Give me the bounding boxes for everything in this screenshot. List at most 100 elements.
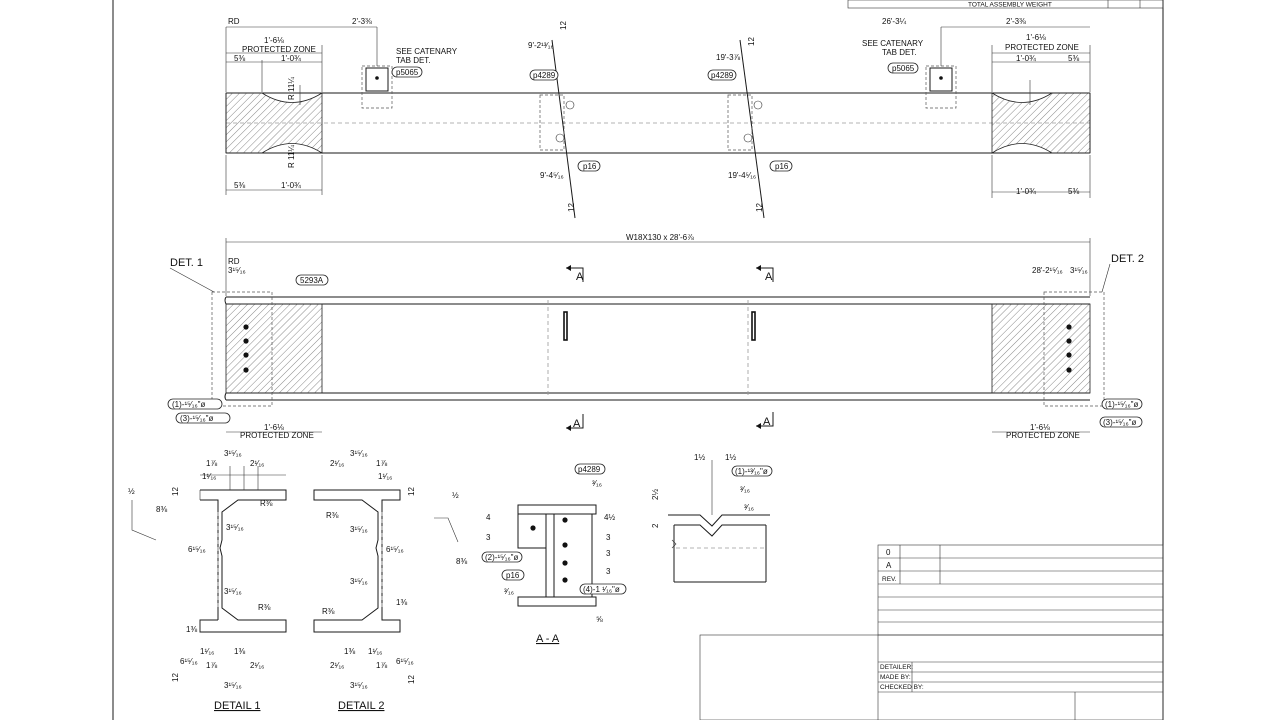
member-designation: W18X130 x 28'-6⅞ bbox=[626, 233, 694, 242]
bolt-hole-3-left: (3)-¹⁵⁄₁₆"ø bbox=[180, 414, 214, 423]
dim-plan-left: 3¹⁵⁄₁₆ bbox=[228, 266, 246, 275]
see-catenary-left: SEE CATENARY bbox=[396, 47, 458, 56]
d2-dim-12-bottom: 12 bbox=[407, 675, 416, 684]
plan-left-protected-zone-label: PROTECTED ZONE bbox=[240, 431, 314, 440]
rd-label: RD bbox=[228, 17, 240, 26]
sa-dim-3-16-bottom: ³⁄₁₆ bbox=[504, 587, 514, 596]
dim-5-3-8-bottom: 5⅜ bbox=[234, 181, 245, 190]
dim-right-stiff-b: 19'-4⁵⁄₁₆ bbox=[728, 171, 756, 180]
right-protected-zone-hatch bbox=[991, 92, 1091, 154]
d1-dim-6-15-16: 6¹⁵⁄₁₆ bbox=[188, 545, 206, 554]
d2-dim-3-15-16-mid: 3¹⁵⁄₁₆ bbox=[350, 525, 368, 534]
d1-dim-6-15-16-bottom: 6¹⁵⁄₁₆ bbox=[180, 657, 198, 666]
fd-dim-1-half-b: 1½ bbox=[725, 453, 736, 462]
d2-dim-1-1-16-bottom: 1¹⁄₁₆ bbox=[368, 647, 382, 656]
d1-dim-3-15-16-mid: 3¹⁵⁄₁₆ bbox=[226, 523, 244, 532]
d2-r-3-8-bottom: R⅜ bbox=[322, 607, 335, 616]
d1-dim-8-3-8: 8⅜ bbox=[156, 505, 167, 514]
section-marker-a-top-right: A bbox=[756, 265, 774, 283]
tag-p5065-right bbox=[887, 62, 919, 74]
rev-0: 0 bbox=[886, 548, 891, 557]
fd-dim-3-16-a: ³⁄₁₆ bbox=[740, 485, 750, 494]
sa-tag-bolt-2 bbox=[481, 551, 523, 563]
detail-1: 3¹⁵⁄₁₆ 1⅞ 2¹⁄₁₆ 1¹⁄₁₆ R⅜ 3¹⁵⁄₁₆ 3¹⁵⁄₁₆ R… bbox=[128, 449, 287, 712]
rev-a: A bbox=[886, 561, 892, 570]
plan-right-protected-zone-label: PROTECTED ZONE bbox=[1006, 431, 1080, 440]
sa-dim-5-8: ⅝ bbox=[596, 615, 603, 624]
bolt-hole-1-right: (1)-¹⁵⁄₁₆"ø bbox=[1105, 400, 1139, 409]
left-protected-zone-label: PROTECTED ZONE bbox=[242, 45, 316, 54]
radius-label: R 11¼ bbox=[287, 77, 296, 100]
tag-p5065-left-text: p5065 bbox=[396, 68, 419, 77]
sa-dim-3-c: 3 bbox=[606, 567, 611, 576]
d1-dim-1-3-8: 1⅜ bbox=[186, 625, 197, 634]
dim-right-tab-offset-b: 2'-3⅜ bbox=[1006, 17, 1026, 26]
section-marker-a-top-left: A bbox=[566, 265, 584, 283]
sa-dim-3-a: 3 bbox=[606, 533, 611, 542]
fd-dim-1-half-a: 1½ bbox=[694, 453, 705, 462]
d1-dim-1-7-8-bottom: 1⅞ bbox=[206, 661, 217, 670]
tag-p16-left-text: p16 bbox=[583, 162, 597, 171]
d2-dim-3-15-16-bottom: 3¹⁵⁄₁₆ bbox=[350, 681, 368, 690]
dim-left-pz: 1'-6⅛ bbox=[264, 36, 284, 45]
tag-5293a-text: 5293A bbox=[300, 276, 324, 285]
detail2-label: DETAIL 2 bbox=[338, 700, 384, 712]
tag-p4289-right-text: p4289 bbox=[711, 71, 734, 80]
d2-dim-1-3-8: 1⅜ bbox=[396, 598, 407, 607]
tag-p16-right bbox=[769, 160, 793, 172]
d2-dim-8-3-8: 8⅜ bbox=[456, 557, 467, 566]
sa-tag-bolt-4 bbox=[579, 583, 627, 595]
flange-cope-detail: 1½ 1½ (1)-¹³⁄₁₆"ø ³⁄₁₆ ³⁄₁₆ 2½ 2 bbox=[651, 453, 773, 583]
sa-bolt-hole-2: (2)-¹⁵⁄₁₆"ø bbox=[485, 553, 519, 562]
sa-tag-p4289-text: p4289 bbox=[578, 465, 601, 474]
tag-p16-left bbox=[577, 160, 601, 172]
dim-right-1-0-3-4: 1'-0¾ bbox=[1016, 54, 1036, 63]
tag-bolt-1-left bbox=[167, 398, 223, 410]
d2-dim-3-15-16-low: 3¹⁵⁄₁₆ bbox=[350, 577, 368, 586]
d1-dim-half: ½ bbox=[128, 487, 135, 496]
d1-dim-2-1-16-top: 2¹⁄₁₆ bbox=[250, 459, 264, 468]
sa-bolt-hole-4: (4)-1 ¹⁄₁₆"ø bbox=[583, 585, 620, 594]
right-protected-zone-label: PROTECTED ZONE bbox=[1005, 43, 1079, 52]
d1-dim-1-1-16-bottom: 1¹⁄₁₆ bbox=[200, 647, 214, 656]
d2-dim-2-1-16-bottom: 2¹⁄₁₆ bbox=[330, 661, 344, 670]
d2-dim-half: ½ bbox=[452, 491, 459, 500]
tag-p4289-right bbox=[707, 69, 737, 81]
dim-right-tab-offset-a: 26'-3¼ bbox=[882, 17, 907, 26]
tag-p5065-left bbox=[391, 66, 423, 78]
d1-dim-12-top: 12 bbox=[171, 487, 180, 496]
sa-dim-3-b: 3 bbox=[606, 549, 611, 558]
fd-dim-2: 2 bbox=[651, 523, 660, 528]
svg-text:A: A bbox=[573, 418, 581, 430]
sa-dim-3: 3 bbox=[486, 533, 491, 542]
tab-det-right: TAB DET. bbox=[882, 48, 917, 57]
sa-tag-p16 bbox=[501, 569, 525, 581]
sa-tag-p16-text: p16 bbox=[506, 571, 520, 580]
plan-left-protected-zone bbox=[225, 303, 323, 394]
bolt-hole-3-right: (3)-¹⁵⁄₁₆"ø bbox=[1103, 418, 1137, 427]
tag-p4289-left-text: p4289 bbox=[533, 71, 556, 80]
fd-dim-2-half: 2½ bbox=[651, 489, 660, 500]
tag-bolt-3-left bbox=[175, 412, 231, 424]
d1-dim-1-1-16-top: 1¹⁄₁₆ bbox=[202, 472, 216, 481]
rev-label: REV. bbox=[882, 576, 897, 583]
d2-dim-1-7-8-top: 1⅞ bbox=[376, 459, 387, 468]
section-a-a: 4 3 4½ 3 3 3 p4289 ³⁄₁₆ (2)-¹⁵⁄₁₆"ø p16 … bbox=[481, 463, 627, 645]
dim-left-stiff-b: 9'-4⁵⁄₁₆ bbox=[540, 171, 564, 180]
plan-right-protected-zone bbox=[991, 303, 1091, 394]
detail-2: 3¹⁵⁄₁₆ 2¹⁄₁₆ 1⅞ 1¹⁄₁₆ R⅜ 3¹⁵⁄₁₆ 6¹⁵⁄₁₆ 3… bbox=[313, 449, 467, 712]
tab-det-left: TAB DET. bbox=[396, 56, 431, 65]
dim-plan-right-b: 3¹⁵⁄₁₆ bbox=[1070, 266, 1088, 275]
d2-dim-1-7-8-bottom: 1⅞ bbox=[376, 661, 387, 670]
elevation-view: RD 1'-6⅛ PROTECTED ZONE 5⅜ 1'-0¾ R 11¼ R… bbox=[225, 17, 1091, 219]
svg-text:A: A bbox=[765, 271, 773, 283]
d2-r-3-8-top: R⅜ bbox=[326, 511, 339, 520]
d2-dim-6-15-16: 6¹⁵⁄₁₆ bbox=[386, 545, 404, 554]
svg-text:A: A bbox=[763, 416, 771, 428]
dim-5-3-8: 5⅜ bbox=[234, 54, 245, 63]
tag-bolt-3-right bbox=[1099, 416, 1143, 428]
bolt-symbol bbox=[565, 100, 575, 110]
det2-label: DET. 2 bbox=[1111, 253, 1144, 265]
dim-right-1-0-3-4-bottom: 1'-0¾ bbox=[1016, 187, 1036, 196]
